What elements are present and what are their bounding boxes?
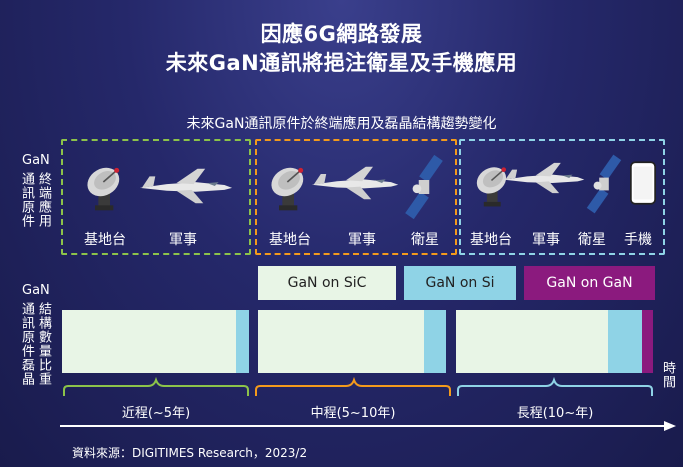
group-long-term-applications <box>459 139 665 255</box>
group2-item-base-station: 基地台 <box>269 232 311 248</box>
bar-long-gan <box>642 310 653 373</box>
bar-mid-si <box>424 310 446 373</box>
group3-item-military: 軍事 <box>532 232 560 248</box>
brace-long-term <box>457 376 653 396</box>
tag-gan-on-gan: GaN on GaN <box>524 266 655 300</box>
group-mid-term-applications <box>255 139 457 255</box>
title-line-2: 未來GaN通訊將挹注衛星及手機應用 <box>165 51 518 75</box>
group2-item-satellite: 衛星 <box>411 232 439 248</box>
row2-label-col1: 通訊原件磊晶 <box>19 302 34 386</box>
satellite-dish-icon <box>80 160 130 214</box>
diagram-subtitle: 未來GaN通訊原件於終端應用及磊晶結構趨勢變化 <box>186 116 497 132</box>
source-note: 資料來源：DIGITIMES Research，2023/2 <box>72 446 308 460</box>
row1-label-col2: 終端應用 <box>36 172 51 228</box>
group-near-term-applications <box>61 139 251 255</box>
bar-near-sic <box>62 310 236 373</box>
row1-label-col1: 通訊原件 <box>19 172 34 228</box>
period-near-term: 近程(~5年) <box>121 406 191 421</box>
row1-label-gan: GaN <box>22 153 50 168</box>
bar-long-sic <box>456 310 608 373</box>
fighter-jet-icon <box>502 160 586 196</box>
period-braces <box>63 376 653 396</box>
fighter-jet-icon <box>138 166 234 206</box>
group3-item-base-station: 基地台 <box>470 232 512 248</box>
smartphone-icon <box>630 160 656 206</box>
group3-item-satellite: 衛星 <box>578 232 606 248</box>
tag-gan-on-sic: GaN on SiC <box>258 266 396 300</box>
brace-near-term <box>63 376 249 396</box>
row2-label-gan: GaN <box>22 283 50 298</box>
bar-mid-sic <box>258 310 424 373</box>
group2-item-military: 軍事 <box>348 232 376 248</box>
group1-item-base-station: 基地台 <box>84 232 126 248</box>
row2-label-col2: 結構數量比重 <box>36 302 51 386</box>
brace-mid-term <box>255 376 451 396</box>
fighter-jet-icon <box>310 164 400 202</box>
bar-near-si <box>236 310 249 373</box>
bar-long-si <box>608 310 642 373</box>
group3-item-phone: 手機 <box>624 232 652 248</box>
satellite-dish-icon <box>264 160 314 214</box>
period-long-term: 長程(10~年) <box>516 406 594 421</box>
satellite-icon <box>586 152 622 216</box>
group1-item-military: 軍事 <box>169 232 197 248</box>
tag-gan-on-si: GaN on Si <box>404 266 516 300</box>
satellite-icon <box>404 152 444 222</box>
period-mid-term: 中程(5~10年) <box>310 406 396 421</box>
time-axis-arrow <box>60 421 676 431</box>
time-axis-label: 時間 <box>660 361 675 389</box>
title-line-1: 因應6G網路發展 <box>260 22 423 46</box>
